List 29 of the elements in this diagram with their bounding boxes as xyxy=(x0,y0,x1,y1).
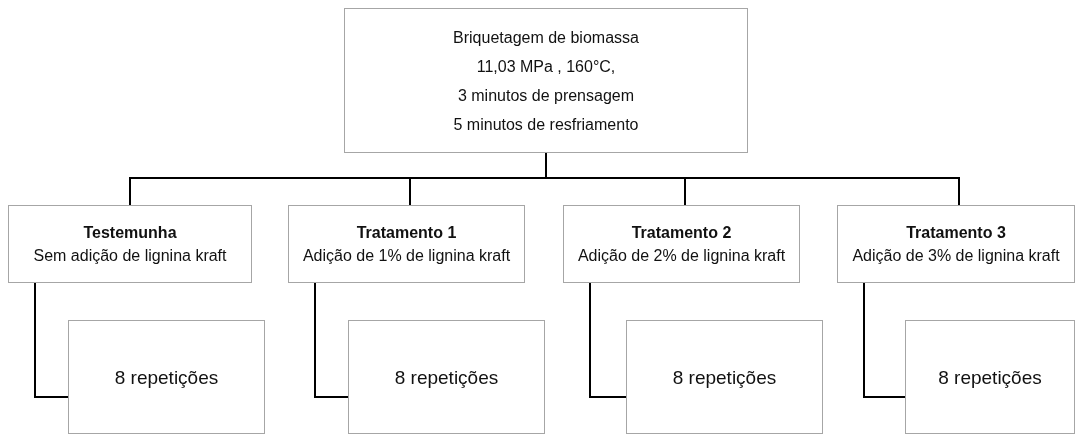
node-heading: Tratamento 1 xyxy=(356,223,457,243)
node-text: 11,03 MPa , 160°C, xyxy=(476,56,616,77)
node-text: 3 minutos de prensagem xyxy=(457,85,635,106)
connector-line xyxy=(314,282,349,398)
process-box xyxy=(8,205,252,283)
node-text: Adição de 2% de lignina kraft xyxy=(577,246,786,266)
node-text: Briquetagem de biomassa xyxy=(453,27,639,48)
node-heading: Testemunha xyxy=(83,223,177,243)
process-box xyxy=(563,205,800,283)
connector-line xyxy=(34,282,69,398)
node-text: 8 repetições xyxy=(672,365,777,389)
node-text: Adição de 3% de lignina kraft xyxy=(852,246,1060,266)
node-text: 8 repetições xyxy=(938,365,1042,389)
node-text: Sem adição de lignina kraft xyxy=(33,246,227,266)
node-text: 8 repetições xyxy=(394,365,499,389)
repetition-box xyxy=(348,320,545,434)
connector-line xyxy=(589,282,627,398)
process-box xyxy=(837,205,1075,283)
node-text: 5 minutos de resfriamento xyxy=(453,114,639,135)
process-box xyxy=(344,8,748,153)
node-text: Adição de 1% de lignina kraft xyxy=(302,246,511,266)
node-heading: Tratamento 2 xyxy=(631,223,732,243)
repetition-box xyxy=(626,320,823,434)
repetition-box xyxy=(68,320,265,434)
connector-line xyxy=(863,282,906,398)
node-text: 8 repetições xyxy=(114,365,219,389)
node-heading: Tratamento 3 xyxy=(906,223,1006,243)
process-box xyxy=(288,205,525,283)
repetition-box xyxy=(905,320,1075,434)
